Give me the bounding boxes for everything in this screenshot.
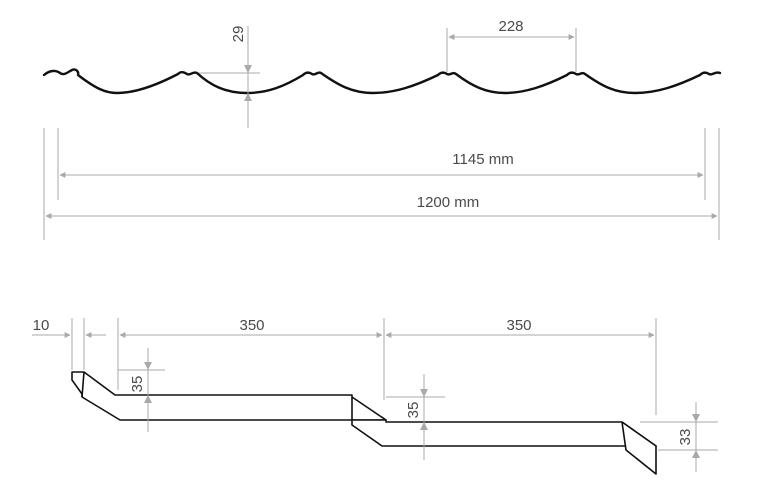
wave-height-label: 29 [230, 26, 247, 43]
effective-width-label: 1145 mm [452, 151, 513, 168]
step-profile: 10 350 350 35 35 33 [32, 317, 718, 475]
total-width-label: 1200 mm [417, 194, 480, 211]
step-height-1-label: 35 [129, 376, 146, 393]
h2-arrow-top [420, 389, 428, 397]
end-drip-shape [621, 421, 657, 475]
step-length-1-label: 350 [239, 317, 264, 334]
h1-arrow-top [144, 362, 152, 370]
h3-arrow-top [692, 414, 700, 422]
h2-arrow-bottom [420, 422, 428, 430]
wave-profile-line [42, 68, 722, 95]
step-1-edge [81, 371, 85, 398]
h3-arrow-bottom [692, 450, 700, 458]
h1-arrow-bottom [144, 395, 152, 403]
step-length-2-label: 350 [506, 317, 531, 334]
step-1-shape [71, 371, 387, 421]
height-arrow-top [244, 65, 252, 73]
height-arrow-bottom [244, 93, 252, 101]
start-offset-label: 10 [33, 317, 50, 334]
wave-profile: 228 29 1145 mm 1200 mm [42, 18, 722, 240]
wave-pitch-label: 228 [498, 18, 523, 35]
step-height-2-label: 35 [405, 402, 422, 419]
end-height-label: 33 [677, 429, 694, 446]
step-2-shape [351, 419, 657, 447]
